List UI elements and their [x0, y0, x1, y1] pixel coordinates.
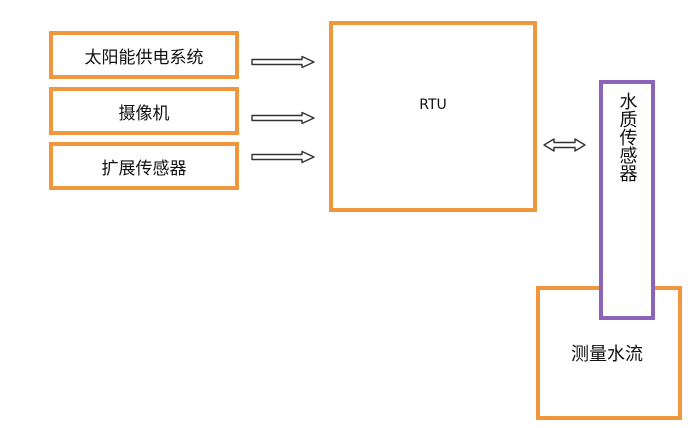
- camera-label: 摄像机: [118, 103, 170, 124]
- arrow-solar-to-rtu: [251, 55, 315, 69]
- extension-sensor-box: 扩展传感器: [49, 142, 239, 190]
- arrow-sensor-to-rtu: [251, 150, 315, 164]
- solar-power-system-label: 太阳能供电系统: [84, 47, 204, 68]
- rtu-box: RTU: [329, 21, 537, 212]
- rtu-label: RTU: [419, 97, 447, 113]
- camera-box: 摄像机: [49, 87, 239, 135]
- arrow-camera-to-rtu: [251, 111, 315, 125]
- water-quality-sensor-label: 水质传感器: [616, 92, 638, 182]
- extension-sensor-label: 扩展传感器: [101, 158, 187, 179]
- solar-power-system-box: 太阳能供电系统: [49, 31, 239, 79]
- water-quality-sensor-box: 水质传感器: [599, 80, 655, 320]
- arrow-rtu-water-sensor-bidirectional: [543, 138, 586, 152]
- water-flow-label: 测量水流: [571, 344, 643, 365]
